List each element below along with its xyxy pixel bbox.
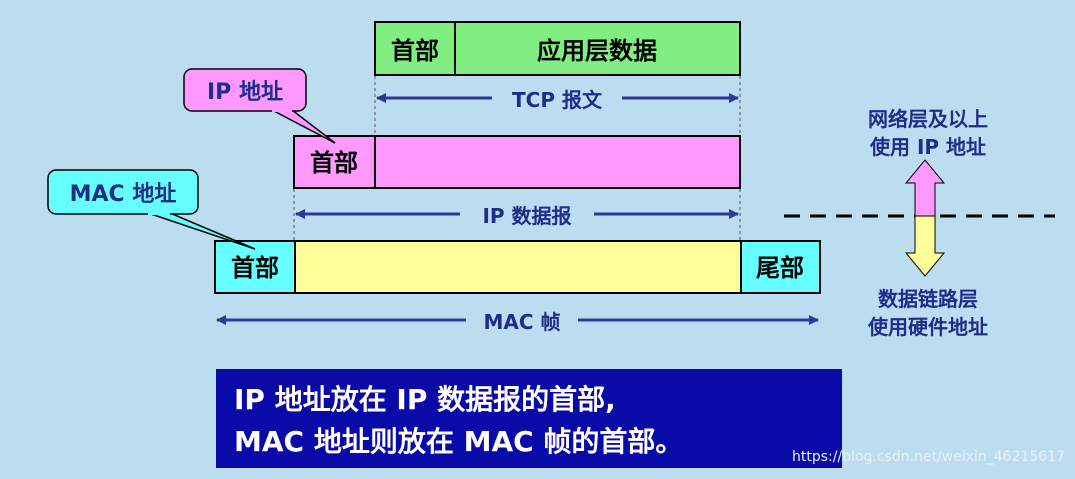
mac-header-label: 首部 — [231, 254, 279, 282]
tcp-segment: 首部 应用层数据 — [374, 21, 741, 76]
tcp-header-label: 首部 — [391, 37, 439, 65]
ip-data-box — [374, 135, 741, 189]
tcp-header-box — [374, 21, 456, 76]
summary-line-2: MAC 地址则放在 MAC 帧的首部。 — [234, 425, 684, 458]
tcp-span-label: TCP 报文 — [512, 88, 603, 112]
mac-span: MAC 帧 — [216, 304, 819, 336]
ip-span: IP 数据报 — [293, 189, 741, 240]
mac-trailer-label: 尾部 — [756, 254, 804, 282]
mac-span-label: MAC 帧 — [483, 310, 560, 334]
summary-note: IP 地址放在 IP 数据报的首部, MAC 地址则放在 MAC 帧的首部。 — [216, 369, 842, 468]
ip-callout-label: IP 地址 — [207, 80, 283, 105]
layer-double-arrow — [904, 159, 946, 277]
mac-header-box — [214, 240, 296, 294]
tcp-data-label: 应用层数据 — [537, 37, 657, 65]
ip-header-box — [293, 135, 376, 189]
mac-frame: 首部 尾部 — [214, 240, 821, 294]
ip-header-label: 首部 — [310, 149, 358, 177]
upper-layer-line1: 网络层及以上 — [868, 107, 988, 131]
upper-layer-line2: 使用 IP 地址 — [869, 135, 986, 159]
ip-datagram: 首部 — [293, 135, 741, 189]
lower-layer-line1: 数据链路层 — [878, 287, 978, 311]
tcp-span: TCP 报文 — [374, 76, 741, 136]
tcp-data-box — [454, 21, 741, 76]
lower-layer-line2: 使用硬件地址 — [867, 315, 988, 339]
mac-data-box — [294, 240, 742, 294]
summary-line-1: IP 地址放在 IP 数据报的首部, — [234, 383, 616, 416]
watermark: https://blog.csdn.net/weixin_46215617 — [792, 449, 1066, 465]
ip-span-label: IP 数据报 — [482, 204, 571, 228]
mac-address-callout: MAC 地址 — [47, 169, 256, 250]
mac-trailer-box — [740, 240, 821, 294]
ip-address-callout: IP 地址 — [183, 68, 336, 144]
mac-callout-label: MAC 地址 — [70, 182, 177, 207]
